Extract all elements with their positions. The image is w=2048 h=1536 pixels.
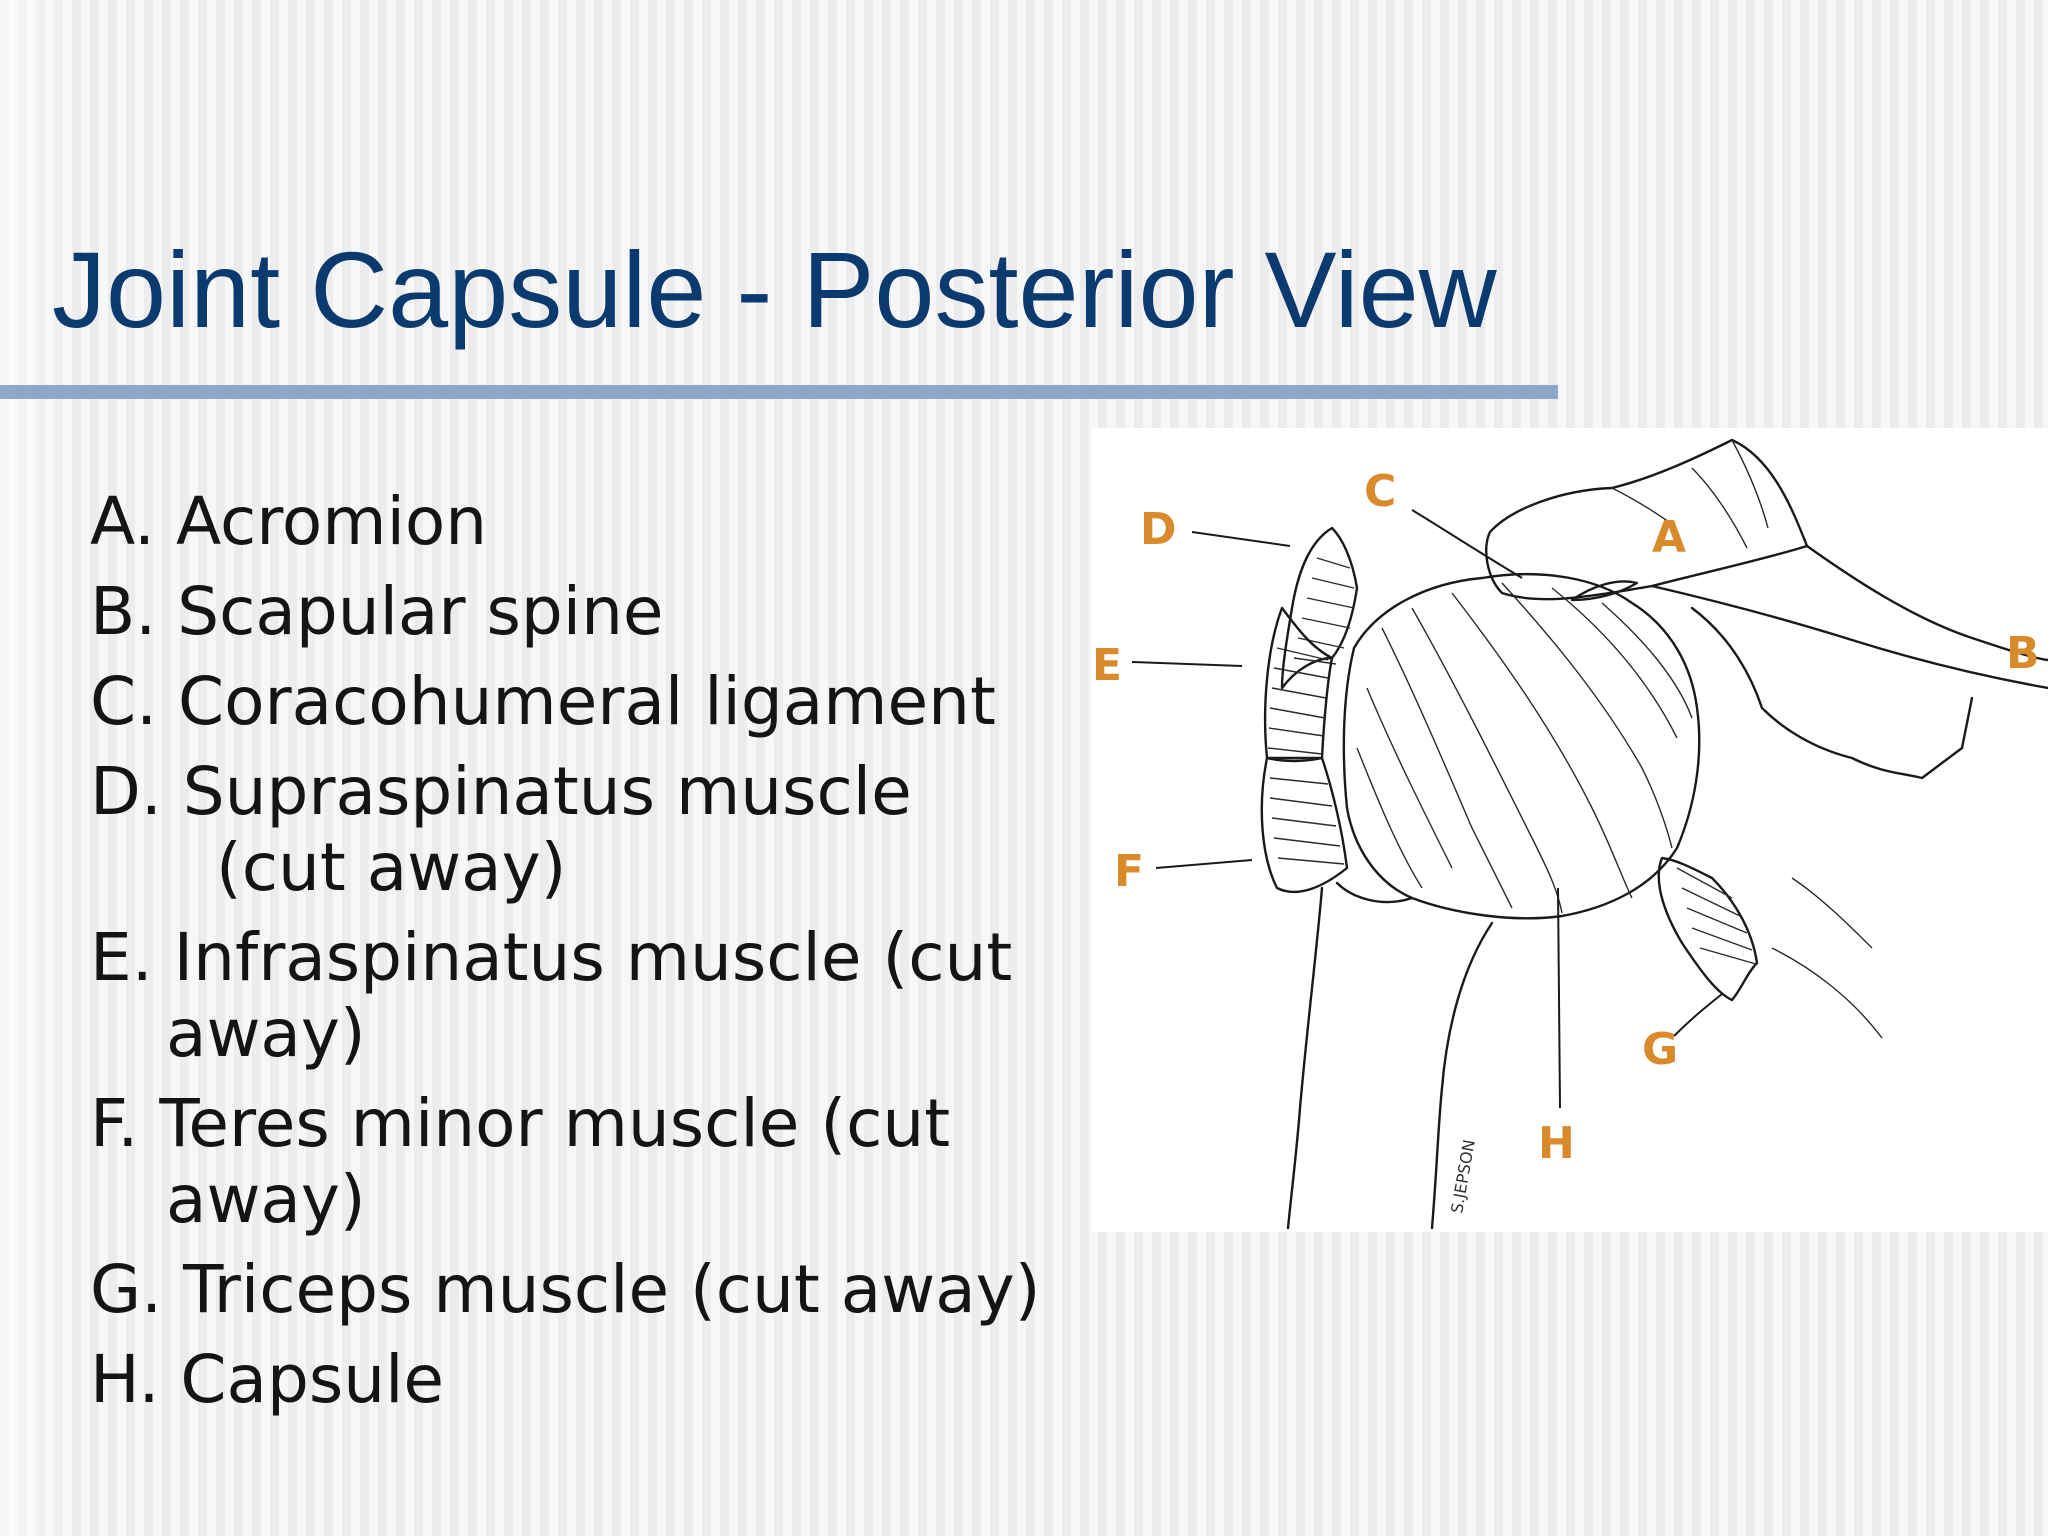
slide-title: Joint Capsule - Posterior View — [52, 229, 1497, 350]
leader-f — [1155, 859, 1253, 869]
anatomy-label-list: A. Acromion B. Scapular spine C. Coracoh… — [90, 484, 1100, 1432]
leader-d — [1191, 531, 1291, 547]
callout-c: C — [1364, 466, 1396, 517]
humerus-shaft — [1286, 881, 1494, 1230]
title-underline — [0, 385, 1558, 399]
callout-d: D — [1140, 504, 1177, 555]
leader-c — [1411, 509, 1523, 579]
callout-e: E — [1092, 640, 1122, 691]
acromion-detail — [1611, 439, 1769, 549]
leader-e — [1131, 661, 1243, 667]
triceps-fibers — [1676, 867, 1757, 965]
shoulder-illustration: A B C D E F G H S.JEPSON — [1092, 428, 2048, 1232]
label-supraspinatus: D. Supraspinatus muscle — [90, 753, 912, 830]
label-triceps: G. Triceps muscle (cut away) — [90, 1251, 1041, 1328]
shoulder-drawing-svg: A B C D E F G H S.JEPSON — [1092, 438, 2048, 1230]
triceps-shape — [1657, 856, 1759, 1002]
supraspinatus-shape — [1280, 526, 1359, 690]
label-teres-minor: F. Teres minor muscle (cut away) — [90, 1085, 951, 1238]
capsule-fibers — [1356, 582, 1693, 914]
callout-f: F — [1114, 846, 1144, 897]
teres-minor-shape — [1260, 756, 1349, 894]
supraspinatus-fibers — [1293, 557, 1355, 665]
capsule-notch — [1570, 580, 1639, 602]
label-capsule: H. Capsule — [90, 1341, 445, 1418]
callout-a: A — [1652, 512, 1686, 563]
label-acromion: A. Acromion — [90, 483, 488, 560]
scapula-border — [1771, 877, 1883, 1039]
scapular-spine-shape — [1650, 544, 2048, 780]
infraspinatus-fibers — [1267, 647, 1329, 755]
capsule-shape — [1342, 573, 1701, 920]
callout-g: G — [1642, 1024, 1678, 1075]
label-scapular-spine: B. Scapular spine — [90, 573, 664, 650]
teres-minor-fibers — [1269, 777, 1345, 865]
label-infraspinatus: E. Infraspinatus muscle (cut away) — [90, 919, 1013, 1072]
leader-g — [1673, 993, 1723, 1037]
illustrator-signature: S.JEPSON — [1447, 1138, 1479, 1215]
label-coracohumeral-ligament: C. Coracohumeral ligament — [90, 663, 996, 740]
label-supraspinatus-continuation: (cut away) — [216, 829, 567, 906]
callout-h: H — [1538, 1118, 1575, 1169]
callout-b: B — [2006, 628, 2040, 679]
leader-h — [1557, 887, 1561, 1109]
